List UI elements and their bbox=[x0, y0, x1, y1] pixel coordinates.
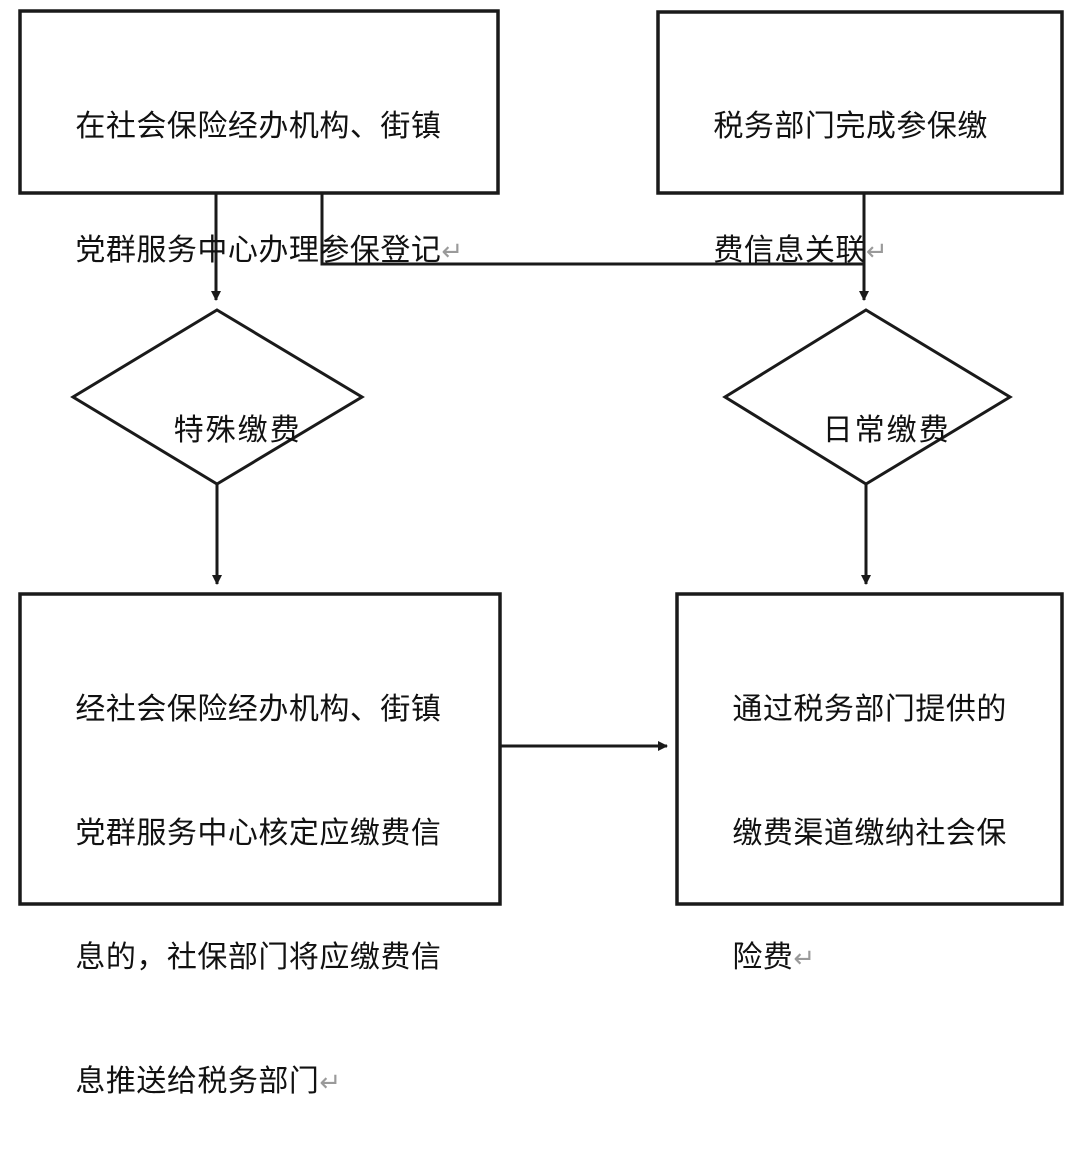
node-pay-channel-shape[interactable] bbox=[675, 592, 1064, 906]
node-special-payment-shape[interactable] bbox=[70, 308, 365, 486]
node-daily-payment-shape[interactable] bbox=[722, 308, 1013, 486]
pilcrow-icon-push-info: ↵ bbox=[319, 1067, 342, 1097]
pilcrow-icon-pay-channel: ↵ bbox=[793, 943, 816, 973]
flowchart-canvas: 在社会保险经办机构、街镇 党群服务中心办理参保登记↵ 税务部门完成参保缴 费信息… bbox=[18, 9, 1064, 1098]
node-push-info-shape[interactable] bbox=[18, 592, 502, 906]
node-pay-channel-line-3: 险费 bbox=[732, 941, 794, 974]
node-tax-link-shape[interactable] bbox=[656, 10, 1064, 195]
node-register-shape[interactable] bbox=[18, 9, 500, 195]
flowchart-svg bbox=[18, 9, 1064, 906]
edge-register-to-daily bbox=[320, 193, 864, 266]
node-push-info-line-3: 息的，社保部门将应缴费信 bbox=[75, 941, 442, 974]
node-push-info-line-4: 息推送给税务部门 bbox=[75, 1065, 320, 1098]
